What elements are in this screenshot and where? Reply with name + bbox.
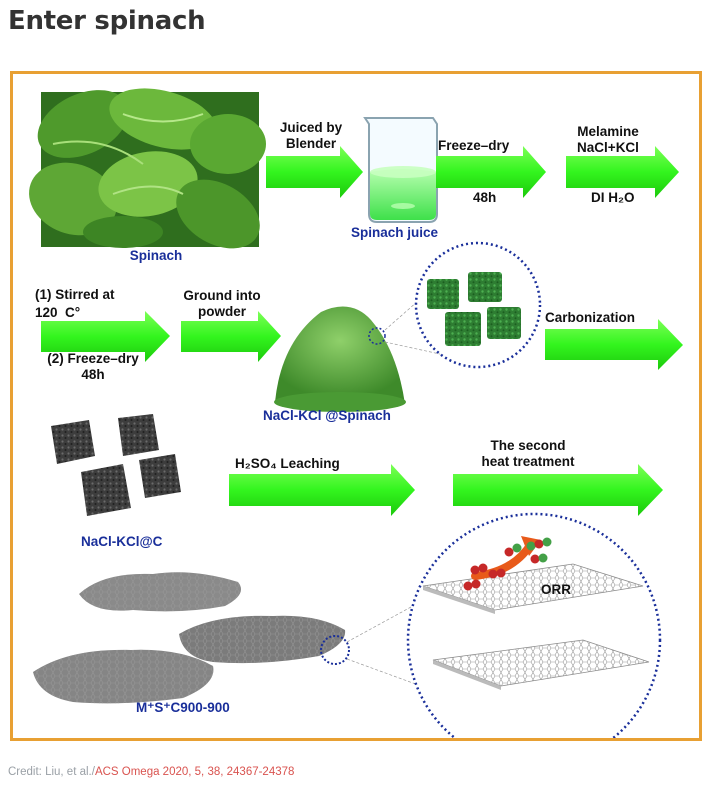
label-h2so4: H₂SO₄ Leaching xyxy=(235,456,340,471)
arrow-h2so4 xyxy=(229,464,415,516)
label-nacl-kcl-c: NaCl-KCl@C xyxy=(81,534,163,549)
arrow-melamine xyxy=(566,146,679,198)
arrow-stirred xyxy=(41,311,170,362)
label-48h-1: 48h xyxy=(473,190,497,205)
carbon-cubes xyxy=(51,414,181,516)
orr-zoom-circle xyxy=(406,512,662,738)
arrow-second-heat xyxy=(453,464,663,516)
label-melamine: Melamine NaCl+KCl xyxy=(577,124,639,155)
label-orr: ORR xyxy=(541,582,571,597)
arrow-juiced xyxy=(266,146,363,198)
label-second-heat: The second heat treatment xyxy=(481,438,575,469)
diagram-graphics xyxy=(29,88,683,738)
label-juiced: Juiced by Blender xyxy=(279,120,343,151)
label-spinach: Spinach xyxy=(129,248,183,263)
credit-prefix: Credit: Liu, et al./ xyxy=(8,766,95,778)
page-title: Enter spinach xyxy=(8,6,206,36)
label-di-water: DI H₂O xyxy=(591,190,635,205)
label-product: M⁺S⁺C900-900 xyxy=(136,700,230,715)
label-carbonization: Carbonization xyxy=(545,310,635,325)
label-freeze-dry-1: Freeze–dry xyxy=(438,138,510,153)
powder-pile xyxy=(274,306,406,412)
arrow-freeze-dry-1 xyxy=(436,146,546,198)
label-stirred: (1) Stirred at 120 C° xyxy=(35,287,115,320)
beaker-illustration xyxy=(363,117,438,223)
green-cube-circle xyxy=(414,241,542,369)
label-freeze-dry-2: (2) Freeze–dry 48h xyxy=(47,351,139,382)
process-diagram: Juiced by Blender Freeze–dry 48h Melamin… xyxy=(10,71,702,741)
arrow-carbonization xyxy=(545,319,683,370)
label-ground: Ground into powder xyxy=(183,288,261,319)
credit-link[interactable]: ACS Omega 2020, 5, 38, 24367-24378 xyxy=(94,766,295,778)
label-nacl-kcl-spinach: NaCl-KCl @Spinach xyxy=(263,408,391,423)
carbon-sheets xyxy=(33,572,350,704)
spinach-photo xyxy=(29,88,266,249)
label-spinach-juice: Spinach juice xyxy=(351,225,439,240)
arrow-ground xyxy=(181,311,281,362)
image-credit: Credit: Liu, et al./ACS Omega 2020, 5, 3… xyxy=(8,766,294,778)
